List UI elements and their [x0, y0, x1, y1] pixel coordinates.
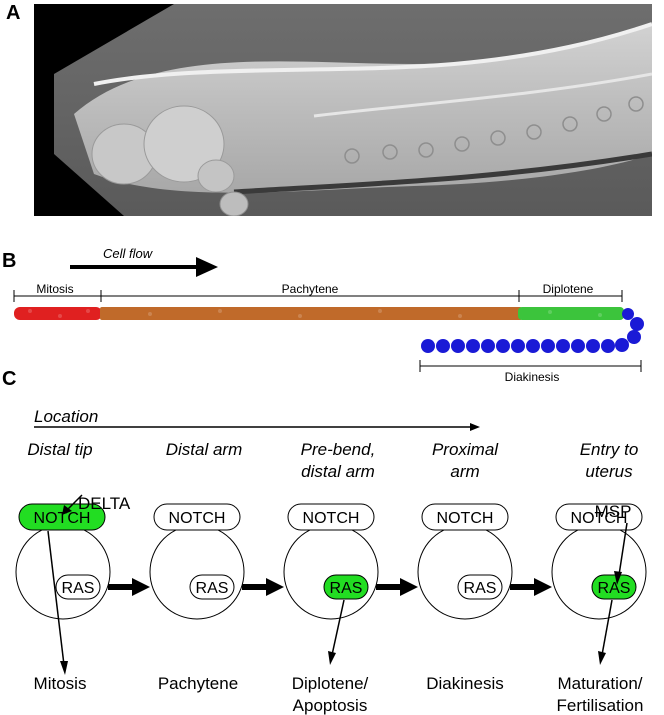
transition-arrows: [108, 578, 552, 596]
delta-arrow: [67, 494, 83, 510]
outcome-3-line1: Diplotene/: [292, 674, 369, 693]
msp-arrow: [618, 522, 628, 576]
ras-3: [323, 574, 369, 600]
notch-4-label: NOTCH: [437, 510, 494, 527]
location-3-line1: Pre-bend,: [301, 440, 376, 459]
apoptosis-arrowhead: [328, 651, 336, 665]
location-5-line1: Entry to: [580, 440, 639, 459]
stage-pachytene: Pachytene: [282, 282, 339, 296]
location-4-line1: Proximal: [432, 440, 499, 459]
gonad-micrograph: [54, 4, 652, 216]
outcome-1: Mitosis: [34, 674, 87, 693]
notch-1-label: NOTCH: [34, 510, 91, 527]
mitosis-cells: [14, 307, 102, 320]
cell-4: [417, 524, 513, 620]
outcome-4: Diakinesis: [426, 674, 503, 693]
cell-2: [149, 524, 245, 620]
outcome-5-line2: Fertilisation: [557, 696, 644, 715]
notch-2-label: NOTCH: [169, 510, 226, 527]
stage-diakinesis: Diakinesis: [505, 370, 560, 384]
location-5-line2: uterus: [585, 462, 633, 481]
notch-3: [287, 503, 375, 531]
cell-flow-label: Cell flow: [103, 246, 154, 261]
cell-5: [551, 524, 647, 620]
fertilisation-arrowhead: [598, 651, 606, 665]
notch-5-label: NOTCH: [571, 510, 628, 527]
ras-1-label: RAS: [62, 580, 95, 597]
ras-5: [591, 574, 637, 600]
delta-arrowhead: [62, 505, 72, 515]
stage-mitosis: Mitosis: [36, 282, 73, 296]
outcome-2: Pachytene: [158, 674, 238, 693]
location-1: Distal tip: [27, 440, 92, 459]
microscopy-image: [34, 4, 652, 216]
location-arrowhead: [470, 423, 480, 431]
msp-label: MSP: [595, 502, 632, 521]
location-3-line2: distal arm: [301, 462, 375, 481]
pachytene-cells: [100, 307, 522, 320]
stage-brackets: [13, 290, 642, 372]
ras-4-label: RAS: [464, 580, 497, 597]
outcome-5-line1: Maturation/: [557, 674, 642, 693]
notch-3-label: NOTCH: [303, 510, 360, 527]
ras-4: [457, 574, 503, 600]
delta-label: DELTA: [78, 494, 131, 513]
panel-letter-a: A: [6, 2, 21, 24]
panel-letter-b: B: [2, 250, 17, 272]
location-4-line2: arm: [450, 462, 479, 481]
ras-2: [189, 574, 235, 600]
cell-texture: [28, 309, 602, 318]
ras-2-label: RAS: [196, 580, 229, 597]
mitosis-arrow: [47, 530, 65, 666]
notch-5: [555, 503, 643, 531]
msp-arrowhead: [614, 571, 622, 585]
cell-3: [283, 524, 379, 620]
notch-4: [421, 503, 509, 531]
notch-2: [153, 503, 241, 531]
cell-1: [15, 524, 111, 620]
gonad-schematic: Cell flow Mitosis Pachytene Diplotene Di…: [13, 246, 644, 384]
notch-1: [18, 503, 106, 531]
mitosis-arrowhead: [60, 661, 68, 675]
ras-1: [55, 574, 101, 600]
outcome-3-line2: Apoptosis: [293, 696, 368, 715]
ras-3-label: RAS: [330, 580, 363, 597]
fertilisation-arrow: [601, 599, 613, 656]
location-2: Distal arm: [166, 440, 243, 459]
stage-diplotene: Diplotene: [543, 282, 594, 296]
location-label: Location: [34, 407, 98, 426]
diplotene-cells: [518, 307, 624, 320]
diakinesis-cells: [421, 308, 644, 353]
ras-5-label: RAS: [598, 580, 631, 597]
signalling-diagram: Location Distal tip Distal arm Pre-bend,…: [15, 407, 647, 715]
panel-letter-c: C: [2, 368, 17, 390]
cell-flow-arrowhead: [196, 257, 218, 277]
apoptosis-arrow: [331, 599, 345, 656]
